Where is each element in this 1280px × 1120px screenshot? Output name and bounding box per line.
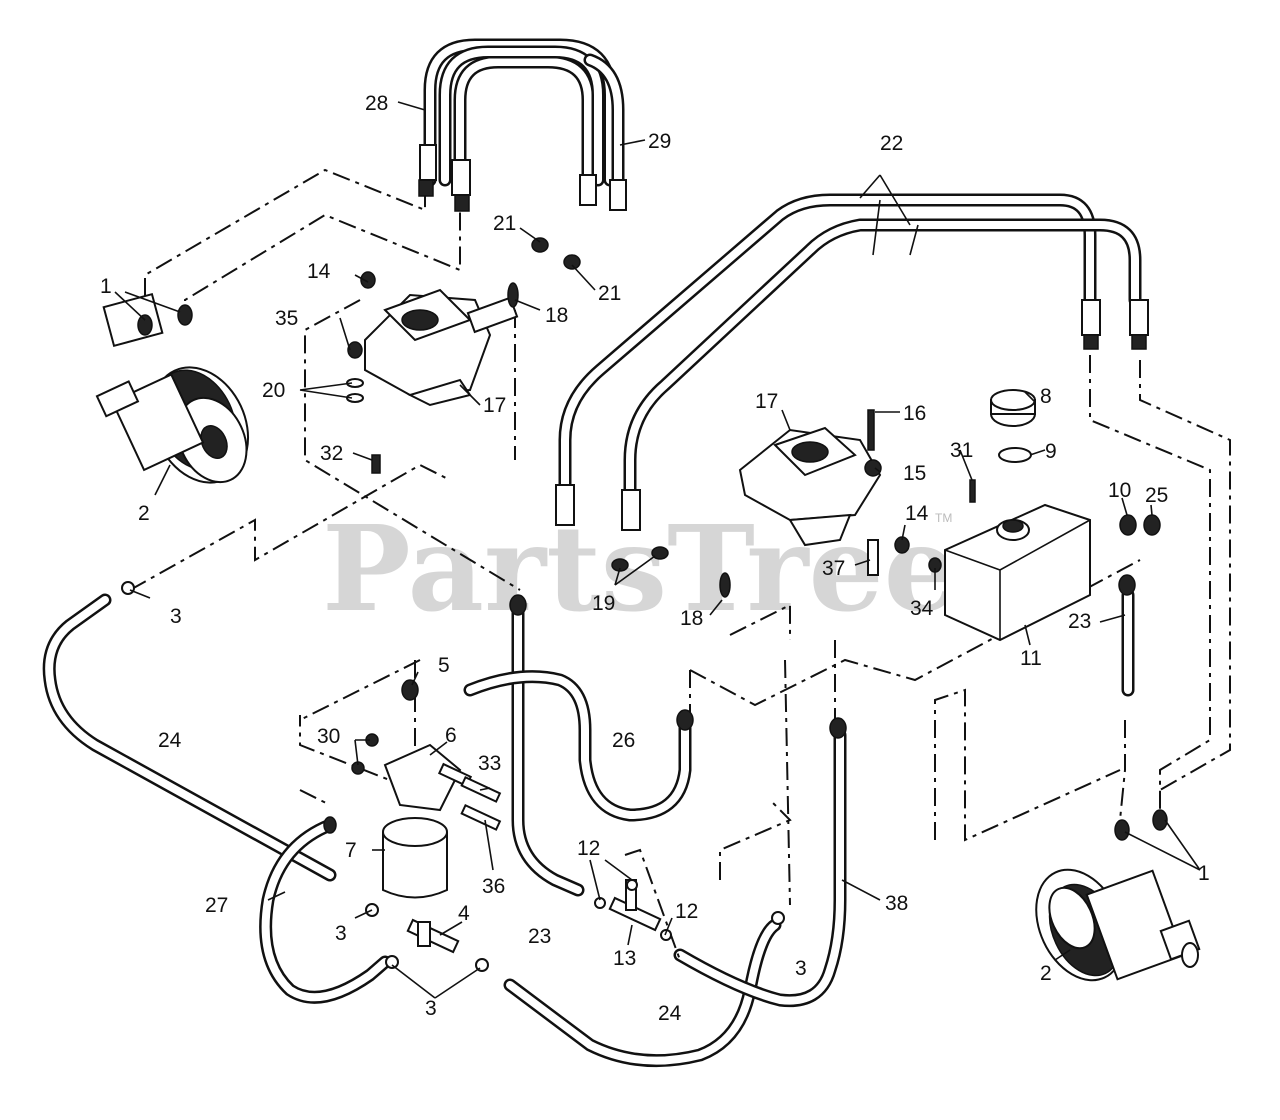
callout-12-b: 12 [675, 900, 698, 923]
callout-20: 20 [262, 379, 285, 402]
watermark-trademark: TM [935, 511, 952, 525]
callout-1-left: 1 [100, 275, 112, 298]
callout-9: 9 [1045, 440, 1057, 463]
callout-19: 19 [592, 592, 615, 615]
callout-3-b: 3 [335, 922, 347, 945]
callout-34: 34 [910, 597, 934, 620]
callout-18-left: 18 [545, 304, 568, 327]
o-ring [998, 447, 1032, 463]
fittings [137, 144, 1168, 841]
callout-16: 16 [903, 402, 926, 425]
callout-13: 13 [613, 947, 636, 970]
callout-29: 29 [648, 130, 671, 153]
callout-6: 6 [445, 724, 457, 747]
callout-21-b: 21 [598, 282, 621, 305]
callout-2-right: 2 [1040, 962, 1052, 985]
hydraulic-filter [382, 817, 448, 899]
callout-14-right: 14 [905, 502, 929, 525]
callout-23-right: 23 [1068, 610, 1091, 633]
callout-15: 15 [903, 462, 926, 485]
filter-head [383, 743, 473, 812]
hydraulic-motor-left [95, 292, 250, 484]
callout-23-left: 23 [528, 925, 551, 948]
callout-26: 26 [612, 729, 635, 752]
callout-labels: 1 1 2 2 3 3 3 3 4 5 6 7 8 9 10 11 12 12 … [100, 92, 1210, 1025]
callout-28: 28 [365, 92, 388, 115]
control-valve-right [738, 426, 882, 547]
callout-10: 10 [1108, 479, 1131, 502]
callout-4: 4 [458, 902, 470, 925]
callout-31: 31 [950, 439, 973, 462]
callout-17-left: 17 [483, 394, 506, 417]
callout-3-c: 3 [425, 997, 437, 1020]
callout-18-right: 18 [680, 607, 703, 630]
callout-17-right: 17 [755, 390, 778, 413]
callout-25: 25 [1145, 484, 1168, 507]
callout-3-d: 3 [795, 957, 807, 980]
hoses [42, 38, 1142, 1068]
callout-5: 5 [438, 654, 450, 677]
callout-3-a: 3 [170, 605, 182, 628]
callout-24-bottom: 24 [658, 1002, 682, 1025]
control-valve-left [364, 288, 519, 407]
callout-2-left: 2 [138, 502, 150, 525]
callout-33: 33 [478, 752, 501, 775]
tee-fitting-4 [406, 918, 460, 954]
callout-27: 27 [205, 894, 228, 917]
callout-8: 8 [1040, 385, 1052, 408]
callout-37: 37 [822, 557, 845, 580]
hose-clamps [121, 581, 785, 972]
callout-11: 11 [1020, 647, 1042, 670]
callout-1-right: 1 [1198, 862, 1210, 885]
callout-38: 38 [885, 892, 908, 915]
callout-21-a: 21 [493, 212, 516, 235]
hydraulic-motor-right [1035, 868, 1201, 982]
callout-7: 7 [345, 839, 357, 862]
callout-36: 36 [482, 875, 505, 898]
callout-22: 22 [880, 132, 903, 155]
reservoir-cap [990, 389, 1036, 427]
hydraulic-reservoir [944, 503, 1091, 642]
callout-30: 30 [317, 725, 340, 748]
callout-24-left: 24 [158, 729, 182, 752]
leader-lines [114, 101, 1201, 999]
callout-35: 35 [275, 307, 298, 330]
callout-12-a: 12 [577, 837, 600, 860]
callout-14-left: 14 [307, 260, 331, 283]
callout-32: 32 [320, 442, 343, 465]
